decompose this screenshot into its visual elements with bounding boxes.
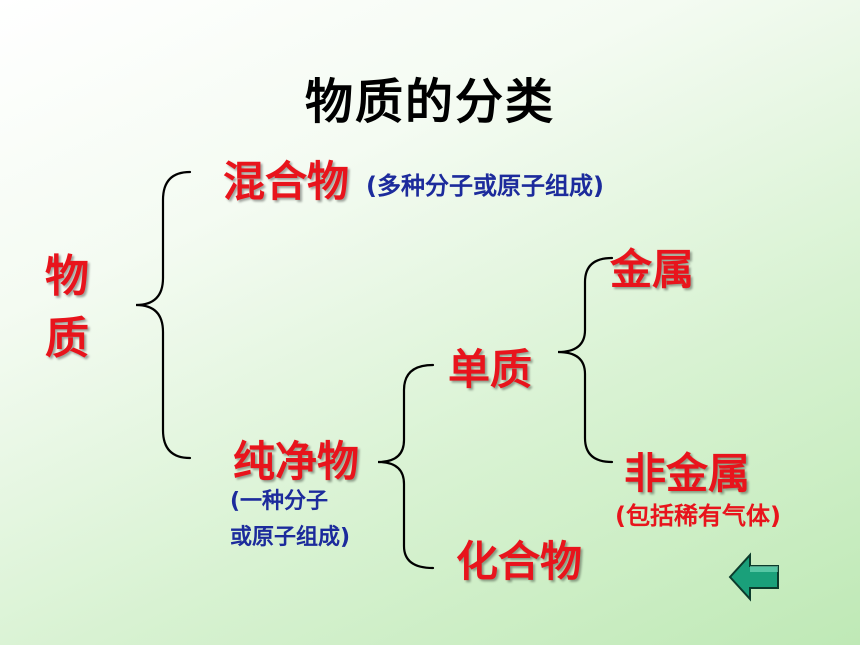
metal-label: 金属 <box>610 245 695 294</box>
brace-simple <box>557 256 614 464</box>
mixture-note: (多种分子或原子组成) <box>366 172 604 200</box>
compound-label: 化合物 <box>456 537 583 586</box>
left-arrow-icon <box>728 552 779 602</box>
back-button[interactable] <box>726 550 784 604</box>
brace-pure <box>377 363 435 570</box>
nonmetal-note: (包括稀有气体) <box>615 502 781 530</box>
simple-substance-label: 单质 <box>448 345 533 394</box>
nonmetal-label: 非金属 <box>624 449 751 498</box>
pure-note-line-1: (一种分子 <box>230 489 329 514</box>
root-label-matter: 物 质 <box>42 246 92 370</box>
brace-root <box>135 170 192 460</box>
mixture-label: 混合物 <box>223 157 350 206</box>
pure-note-line-2: 或原子组成) <box>230 525 351 550</box>
root-char-1: 物 <box>45 251 89 302</box>
pure-substance-label: 纯净物 <box>233 437 360 486</box>
pure-substance-note: (一种分子 或原子组成) <box>230 484 350 556</box>
root-char-2: 质 <box>45 313 89 364</box>
page-title: 物质的分类 <box>304 74 555 130</box>
